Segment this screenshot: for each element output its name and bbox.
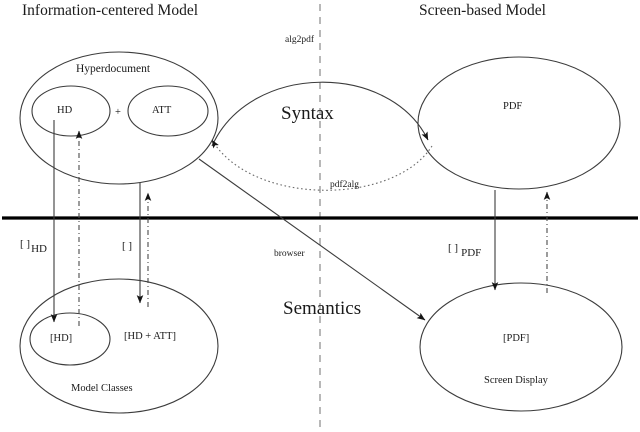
- label-sem-plain-bracket: [ ]: [122, 240, 133, 252]
- node-att: [127, 85, 209, 137]
- edge-alg2pdf: [211, 81, 429, 147]
- label-sem-pdf-subscript: PDF: [461, 247, 482, 259]
- label-pdf2alg: pdf2alg: [330, 180, 360, 190]
- title-left: Information-centered Model: [22, 2, 199, 19]
- edge-browser: [198, 158, 426, 321]
- label-hd: HD: [57, 105, 73, 116]
- title-right: Screen-based Model: [419, 2, 546, 19]
- edge-pdf2alg: [211, 139, 433, 191]
- label-semantics: Semantics: [283, 298, 362, 319]
- label-sem-hd: [ ]HD: [20, 234, 47, 255]
- label-browser: browser: [274, 249, 305, 259]
- label-syntax: Syntax: [281, 103, 334, 124]
- label-sem-pdf-bracket: [ ]: [448, 242, 459, 254]
- node-screen-display: [419, 282, 623, 412]
- label-hd-att-bracket: [HD + ATT]: [124, 331, 176, 342]
- label-hyperdocument: Hyperdocument: [76, 63, 151, 75]
- label-sem-pdf: [ ]PDF: [448, 238, 482, 259]
- label-plus-operator: +: [115, 107, 121, 118]
- label-sem-hd-bracket: [ ]: [20, 238, 31, 250]
- node-hd: [31, 85, 111, 137]
- node-hyperdocument: [19, 51, 219, 185]
- label-pdf-bracket: [PDF]: [503, 333, 530, 344]
- label-sem-plain: [ ]: [122, 236, 132, 254]
- label-att: ATT: [152, 105, 172, 116]
- label-sem-hd-subscript: HD: [31, 243, 47, 255]
- label-model-classes: Model Classes: [71, 383, 133, 394]
- node-pdf: [417, 56, 621, 190]
- label-hd-bracket: [HD]: [50, 333, 73, 344]
- node-model-classes: [19, 278, 219, 414]
- node-hd-bracket: [29, 312, 111, 366]
- label-pdf: PDF: [503, 101, 523, 112]
- label-alg2pdf: alg2pdf: [285, 35, 315, 45]
- label-screen-display: Screen Display: [484, 375, 548, 386]
